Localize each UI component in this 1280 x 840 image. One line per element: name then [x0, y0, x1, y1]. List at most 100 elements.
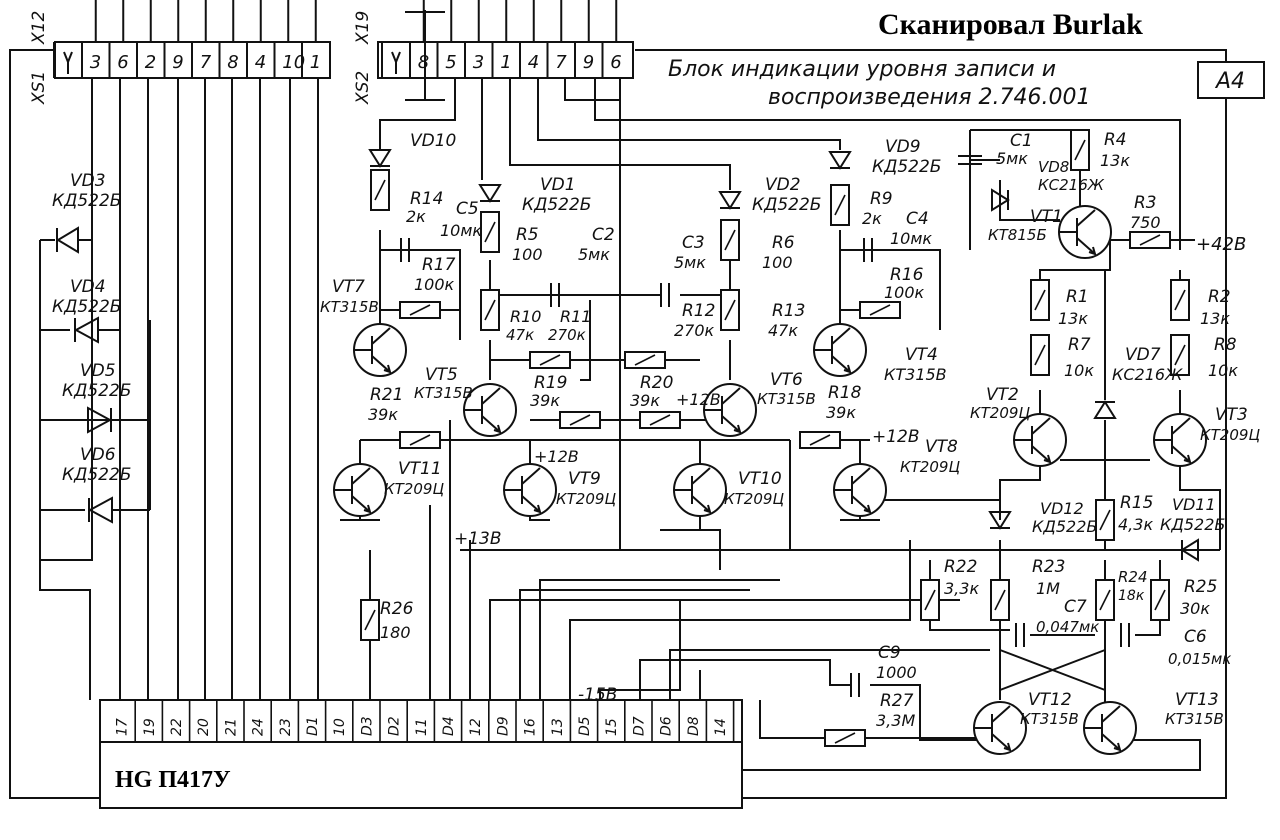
vd2-type: КД522Б: [752, 195, 821, 215]
transistor: [813, 323, 867, 377]
diode: [1093, 400, 1117, 419]
resistor: [859, 301, 901, 319]
vt4-id: VT4: [905, 345, 938, 365]
diode: [478, 184, 502, 203]
vd11-type: КД522Б: [1160, 515, 1225, 534]
vt12-id: VT12: [1028, 690, 1072, 710]
c6-val: 0,015мк: [1168, 650, 1231, 668]
transistor: [353, 323, 407, 377]
x19-pin: 6: [610, 52, 621, 73]
display-pin: D2: [387, 716, 403, 736]
r9-id: R9: [870, 189, 893, 209]
vt2-id: VT2: [986, 385, 1019, 405]
resistor: [720, 289, 740, 331]
capacitor: [863, 238, 873, 262]
x12-pin: 10: [282, 52, 305, 73]
diode: [1180, 538, 1199, 562]
display-pin: 22: [169, 718, 185, 736]
resistor: [1095, 579, 1115, 621]
display-pin: 11: [414, 718, 430, 736]
r23-val: 1М: [1036, 579, 1060, 598]
c5-id: C5: [456, 199, 479, 219]
vd8-id: VD8: [1038, 158, 1069, 176]
capacitor: [958, 155, 982, 165]
vt9-id: VT9: [568, 469, 601, 489]
left-diodes: VD3 КД522Б VD4 КД522Б VD5 КД522Б VD6 КД5…: [39, 171, 150, 524]
vt6-id: VT6: [770, 370, 803, 390]
vd10-id: VD10: [410, 131, 456, 151]
transistor: [1153, 413, 1207, 467]
voltage-plus42: +42В: [1196, 234, 1246, 255]
display-pin: D5: [577, 716, 593, 736]
display-pin: 21: [223, 718, 239, 736]
resistor: [1030, 279, 1050, 321]
bus-wires: [39, 78, 319, 700]
resistor: [1129, 231, 1171, 249]
r27-id: R27: [880, 691, 914, 711]
capacitor-symbols: [400, 155, 1130, 697]
vt9-type: КТ209Ц: [556, 490, 616, 508]
c2-id: C2: [592, 225, 615, 245]
r7-id: R7: [1068, 335, 1091, 355]
x12-pin: 4: [255, 52, 266, 73]
resistor: [720, 219, 740, 261]
r21-val: 39к: [368, 405, 398, 424]
resistor: [1170, 279, 1190, 321]
display-pin: 10: [332, 718, 348, 736]
x12-pin: 8: [227, 52, 238, 73]
vd1-type: КД522Б: [522, 195, 591, 215]
resistor: [624, 351, 666, 369]
display-pin: D8: [686, 716, 702, 736]
vt2-type: КТ209Ц: [970, 404, 1030, 422]
capacitor: [550, 283, 560, 307]
transistor: [973, 701, 1027, 755]
capacitor: [1015, 623, 1025, 647]
display-pin: 24: [251, 718, 267, 736]
resistor: [639, 411, 681, 429]
block-id-box: А4: [1197, 61, 1265, 99]
c7-id: C7: [1064, 597, 1087, 617]
vd5-id: VD5: [80, 361, 116, 381]
capacitor: [1120, 623, 1130, 647]
x12-pin: 3: [90, 52, 101, 73]
r23-id: R23: [1032, 557, 1065, 577]
display-pin: D3: [359, 716, 375, 736]
transistor: [1083, 701, 1137, 755]
r1-id: R1: [1066, 287, 1089, 307]
vt8-id: VT8: [925, 437, 958, 457]
voltage-plus12-a: +12В: [676, 390, 721, 409]
c9-val: 1000: [876, 663, 917, 682]
vd4-id: VD4: [70, 277, 106, 297]
vt7-id: VT7: [332, 277, 365, 297]
r20-id: R20: [640, 373, 673, 393]
r18-id: R18: [828, 383, 862, 403]
vt5-id: VT5: [425, 365, 458, 385]
vd1-id: VD1: [540, 175, 576, 195]
r15-id: R15: [1120, 493, 1153, 513]
r15-val: 4,3к: [1118, 515, 1153, 534]
vt10-id: VT10: [738, 469, 782, 489]
vd7-id: VD7: [1125, 345, 1161, 365]
xs1-label: XS1: [29, 71, 49, 105]
display-pin: 14: [713, 718, 729, 736]
vd3-id: VD3: [70, 171, 106, 191]
vt5-type: КТ315В: [414, 384, 473, 402]
r18-val: 39к: [826, 403, 856, 422]
transistor: [503, 463, 557, 517]
x19-pin: 9: [583, 52, 594, 73]
c4-id: C4: [906, 209, 929, 229]
display-pin: D7: [631, 716, 647, 736]
capacitor: [400, 238, 410, 262]
r1-val: 13к: [1058, 309, 1088, 328]
diode: [988, 511, 1012, 530]
r21-id: R21: [370, 385, 403, 405]
block-id: А4: [1214, 69, 1245, 94]
r19-id: R19: [534, 373, 567, 393]
xs2-label: XS2: [353, 71, 373, 105]
r14-id: R14: [410, 189, 443, 209]
diode-symbols: [368, 149, 1199, 562]
vt8-type: КТ209Ц: [900, 458, 960, 476]
r5-id: R5: [516, 225, 539, 245]
